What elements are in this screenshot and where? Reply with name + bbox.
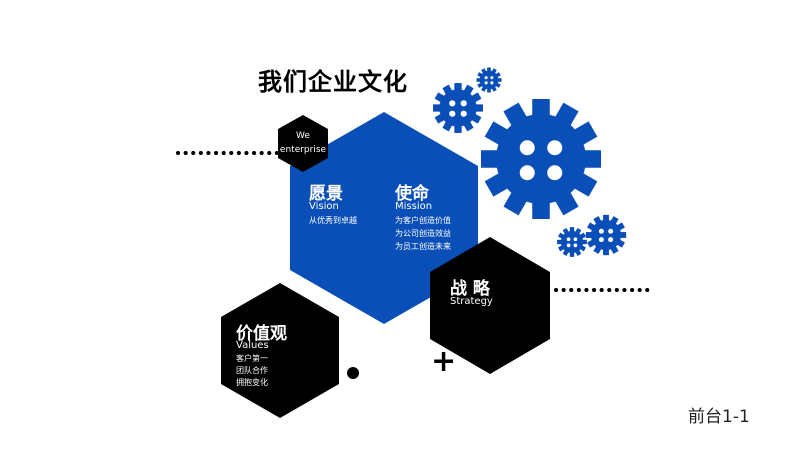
vision-heading: 愿景 <box>309 184 343 204</box>
gear-icon <box>433 83 483 133</box>
strategy-heading: 战 略 <box>450 279 490 299</box>
page-label: 前台1-1 <box>688 407 750 427</box>
values-heading: 价值观 <box>236 324 287 344</box>
mission-item: 为公司创造效益 <box>395 229 451 238</box>
mission-heading: 使命 <box>395 184 429 204</box>
values-item: 团队合作 <box>236 366 268 375</box>
values-hexagon <box>221 283 339 418</box>
gear-icon <box>585 214 627 256</box>
badge-line2: enterprise <box>279 145 327 155</box>
strategy-hexagon <box>430 237 550 374</box>
mission-subheading: Mission <box>395 201 433 212</box>
vision-subheading: Vision <box>309 201 339 212</box>
enterprise-badge: We enterprise <box>278 129 328 157</box>
gear-icon <box>476 67 502 93</box>
dot-marker <box>347 367 359 379</box>
vision-item: 从优秀到卓越 <box>309 216 357 225</box>
enterprise-badge-hexagon <box>278 115 328 172</box>
badge-line1: We <box>296 131 310 141</box>
values-item: 拥抱变化 <box>236 378 268 387</box>
plus-icon: + <box>431 344 457 379</box>
mission-item: 为客户创造价值 <box>395 216 451 225</box>
gear-icon <box>481 99 601 219</box>
gear-icon <box>557 227 587 257</box>
mission-vision-hexagon <box>290 112 478 324</box>
strategy-subheading: Strategy <box>450 296 493 307</box>
mission-item: 为员工创造未来 <box>395 242 451 251</box>
page-title: 我们企业文化 <box>258 68 408 96</box>
values-subheading: Values <box>236 340 269 351</box>
values-item: 客户第一 <box>236 354 268 363</box>
